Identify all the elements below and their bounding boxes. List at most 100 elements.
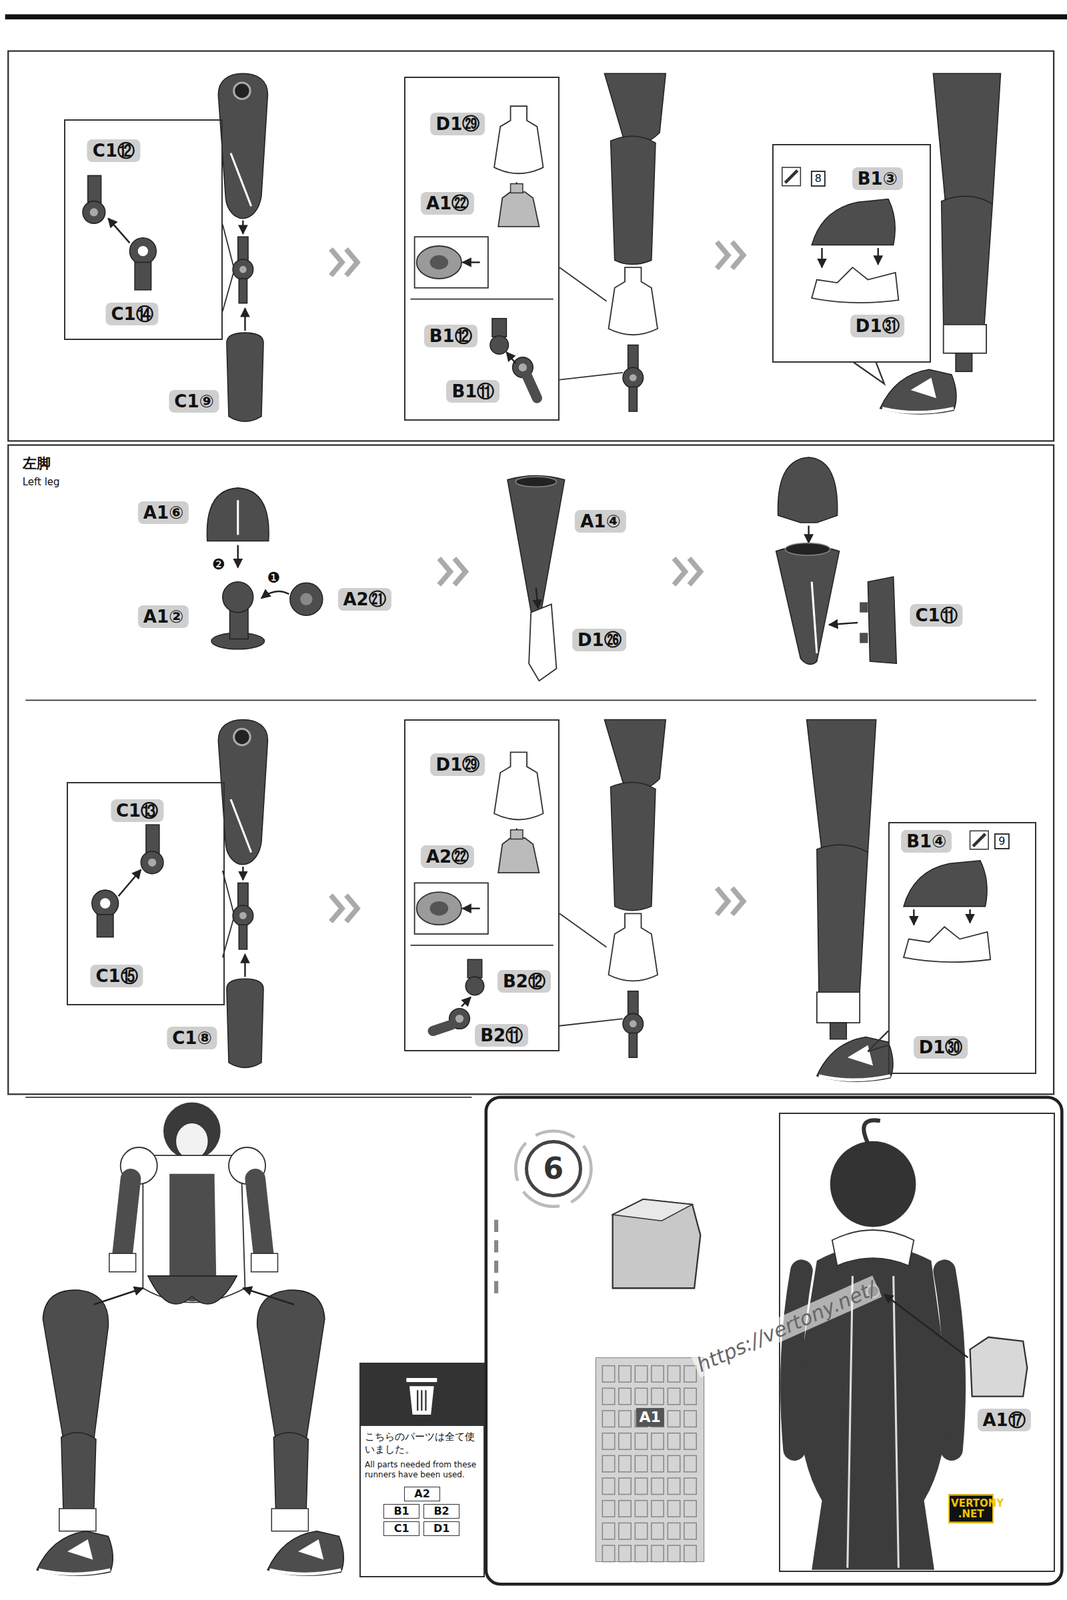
joint-hole — [100, 898, 111, 909]
part-number: B1④ — [900, 830, 952, 853]
runner-panel: A1 — [595, 1357, 705, 1562]
part-number: C1⑨ — [168, 390, 219, 413]
joint-socket — [234, 728, 251, 745]
leader-line — [559, 372, 623, 381]
thigh-cone-part — [507, 475, 565, 625]
runner-gate — [602, 1411, 615, 1428]
detail-panel: A1⑰ — [778, 1113, 1055, 1573]
text-holder: A2㉒ — [420, 845, 475, 869]
figure-collar — [832, 1230, 914, 1267]
runner-gate — [602, 1366, 615, 1383]
runner-gate — [667, 1523, 680, 1540]
thigh-part — [604, 719, 666, 791]
label-holder: C1⑪ — [909, 604, 963, 627]
step-chevron — [716, 888, 744, 915]
step-frame — [486, 1097, 1063, 1585]
ankle-joint-part — [830, 1022, 847, 1039]
part-number: A1④ — [574, 510, 626, 533]
shoe-upper-part — [811, 199, 895, 246]
figure-arm — [255, 1179, 264, 1254]
assembly-arrow — [94, 1288, 143, 1305]
label-holder: https://vertony.net/ — [690, 1276, 882, 1379]
runner-gate — [634, 1501, 647, 1518]
shoe-sole-line — [818, 1076, 891, 1081]
panel-line — [847, 1276, 899, 1569]
hip-cap-part — [778, 457, 838, 523]
joint-part — [238, 236, 249, 262]
assembly-arrow — [108, 218, 130, 244]
runner-gate — [651, 1545, 664, 1562]
runner-gate — [651, 1478, 664, 1495]
text-holder: C1⑬ — [110, 799, 164, 823]
shoe-sole-line — [38, 1570, 111, 1575]
label-holder: ❷ — [212, 556, 226, 573]
step-ring — [515, 1131, 591, 1207]
thigh-part — [604, 73, 666, 145]
runner-gate — [634, 1478, 647, 1495]
joint-part — [628, 1032, 637, 1058]
part-number: B1⑫ — [424, 324, 478, 348]
joint-hole — [138, 246, 149, 257]
joint-hole — [518, 363, 527, 372]
runner-gate — [602, 1433, 615, 1450]
label-holder: C1⑧ — [166, 1026, 217, 1050]
callout-divider — [410, 944, 554, 947]
runner-gate — [667, 1433, 680, 1450]
runner-gate — [651, 1501, 664, 1518]
sole-part — [903, 926, 991, 963]
hip-joint-part — [222, 582, 254, 613]
step-circle: 6 — [524, 1140, 583, 1198]
shoe-detail — [67, 1539, 93, 1561]
detail-icon — [430, 255, 449, 270]
part-number: B1⑪ — [446, 380, 500, 403]
callout-box: B1④9D1㉚ — [888, 822, 1037, 1075]
part-number: D1㉙ — [430, 753, 486, 777]
thigh-part — [806, 719, 877, 859]
joint-socket — [784, 543, 830, 556]
sticker-icon — [970, 830, 989, 850]
label-holder: A1② — [138, 605, 189, 629]
label-holder: A1④ — [574, 510, 626, 533]
backpack-part — [612, 1199, 701, 1289]
thigh-cover-part — [528, 604, 557, 681]
runner-gate — [651, 1388, 664, 1405]
thigh-cone-part — [776, 546, 840, 665]
figure-leg — [273, 1433, 309, 1510]
joint-part — [96, 914, 113, 938]
joint-part — [140, 851, 164, 875]
runner-gate — [602, 1388, 615, 1405]
runner-grid: A2B1B2C1D1 — [364, 1487, 480, 1537]
shoe-upper-part — [903, 860, 987, 907]
shin-part — [226, 978, 264, 1068]
shoe-drawing — [267, 1531, 344, 1577]
runner-drawing — [595, 1357, 705, 1562]
text-holder: C1⑮ — [90, 964, 143, 988]
backpack-part — [970, 1337, 1028, 1398]
runner-gate — [602, 1545, 615, 1562]
label-holder: C1⑨ — [168, 390, 219, 413]
step-order: ❷ — [212, 556, 226, 573]
runner-gate — [618, 1433, 631, 1450]
runner-gate — [651, 1455, 664, 1472]
runner-gate — [684, 1501, 697, 1518]
label-holder: ❶ — [266, 570, 281, 587]
text-holder: D1㉚ — [913, 1036, 969, 1059]
shoe-drawing — [880, 369, 957, 415]
joint-part — [232, 905, 254, 927]
runner-gate — [618, 1455, 631, 1472]
peg-part — [290, 582, 323, 616]
thigh-part — [218, 719, 268, 865]
runner-gate — [634, 1455, 647, 1472]
text-holder: D1㉙ — [430, 753, 486, 777]
shoe-sole-line — [269, 1570, 341, 1575]
detail-icon — [430, 901, 449, 916]
note-text: All parts needed from these runners have… — [364, 1460, 480, 1481]
assembly-arrow — [506, 352, 516, 364]
step-chevron — [438, 558, 466, 586]
part-number: A1㉒ — [420, 192, 475, 215]
joint-part — [628, 386, 637, 412]
joint-socket — [234, 82, 251, 99]
label-holder: VERTONY .NET — [948, 1494, 994, 1524]
ankle-joint-part — [526, 375, 537, 399]
